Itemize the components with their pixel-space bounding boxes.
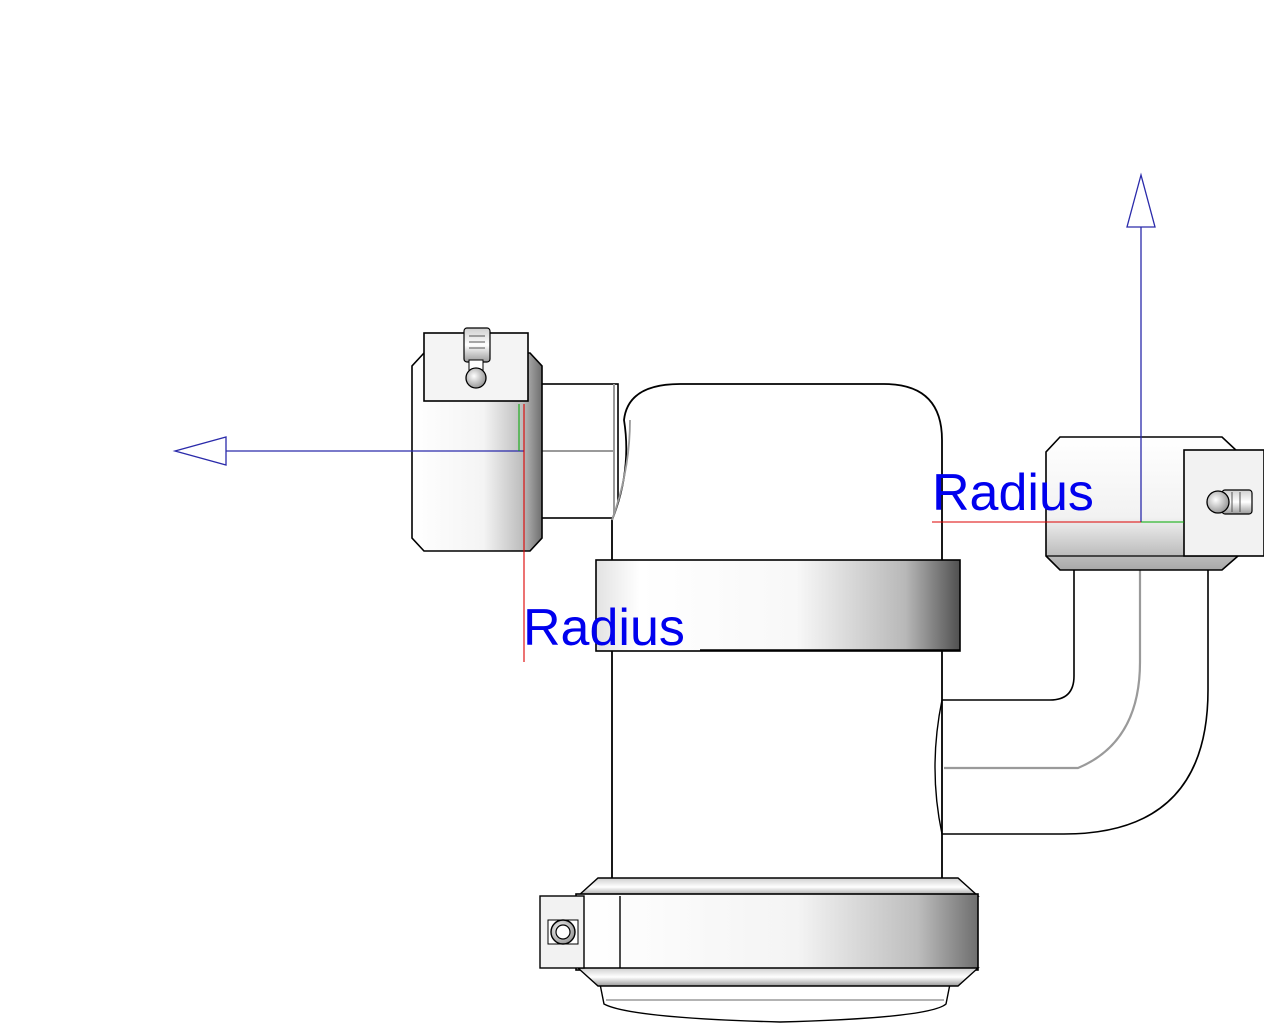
left-radius-label: Radius bbox=[523, 599, 685, 657]
bolt-icon bbox=[550, 919, 576, 945]
up-arrow-icon bbox=[1126, 172, 1156, 228]
left-arrow-icon bbox=[172, 436, 227, 466]
left-coupling-clamp bbox=[411, 327, 543, 552]
bottom-clamp bbox=[539, 877, 980, 1023]
bolt-icon bbox=[1206, 489, 1253, 515]
left-axis-arrow bbox=[172, 404, 525, 662]
left-pipe-stub bbox=[537, 383, 619, 519]
bolt-icon bbox=[463, 327, 491, 389]
vessel-band bbox=[595, 559, 961, 652]
right-coupling-clamp bbox=[1045, 436, 1264, 571]
right-axis-arrow bbox=[932, 172, 1184, 523]
right-elbow-pipe bbox=[939, 567, 1209, 835]
right-radius-label: Radius bbox=[932, 464, 1094, 522]
